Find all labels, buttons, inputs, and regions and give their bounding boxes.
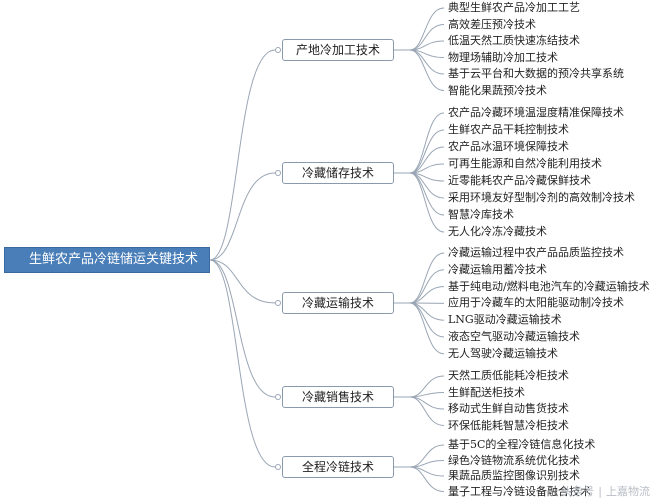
branch-to-leaf-link xyxy=(394,146,445,174)
branch-to-leaf-link xyxy=(394,7,445,51)
leaf-item[interactable]: 无人驾驶冷藏运输技术 xyxy=(448,346,558,360)
leaf-item[interactable]: 生鲜农产品干耗控制技术 xyxy=(448,123,569,136)
leaf-item[interactable]: 无人化冷冻冷藏技术 xyxy=(448,225,547,238)
branch-to-leaf-link xyxy=(394,466,445,492)
branch-to-leaf-link xyxy=(394,172,445,216)
root-to-branch-link xyxy=(209,259,276,304)
leaf-item[interactable]: 采用环境友好型制冷剂的高效制冷技术 xyxy=(448,191,635,204)
branch-to-leaf-link xyxy=(394,302,445,355)
branch-label: 产地冷加工技术 xyxy=(295,43,380,57)
branch-to-leaf-link xyxy=(394,396,445,426)
root-node[interactable]: 生鲜农产品冷链储运关键技术 xyxy=(4,247,210,273)
leaf-item[interactable]: 冷藏运输用蓄冷技术 xyxy=(448,262,547,276)
leaf-item[interactable]: 物理场辅助冷加工技术 xyxy=(448,50,558,64)
leaf-item[interactable]: 智能化果蔬预冷技术 xyxy=(448,83,547,97)
branch-node[interactable]: 冷藏运输技术 xyxy=(282,292,394,314)
branch-to-leaf-link xyxy=(394,172,445,199)
branch-to-leaf-link xyxy=(394,112,445,174)
branch-label: 冷藏运输技术 xyxy=(301,296,374,310)
leaf-item[interactable]: 农产品冰温环境保障技术 xyxy=(448,140,569,153)
branch-to-leaf-link xyxy=(394,129,445,174)
root-to-branch-link xyxy=(209,172,276,261)
leaf-item[interactable]: 天然工质低能耗冷柜技术 xyxy=(448,369,569,382)
leaf-item[interactable]: 环保低能耗智慧冷柜技术 xyxy=(448,418,569,432)
branch-node[interactable]: 产地冷加工技术 xyxy=(282,39,394,61)
leaf-item[interactable]: 智慧冷库技术 xyxy=(448,208,514,221)
watermark-brand: 上嘉物流 xyxy=(606,485,650,498)
leaf-item[interactable]: 量子工程与冷链设备融合技术 xyxy=(448,484,591,498)
collapse-toggle-icon[interactable] xyxy=(275,394,281,400)
branch-to-leaf-link xyxy=(394,172,445,233)
branch-to-leaf-link xyxy=(394,252,445,304)
leaf-item[interactable]: 绿色冷链物流系统优化技术 xyxy=(448,453,580,467)
collapse-toggle-icon[interactable] xyxy=(275,47,281,53)
branch-to-leaf-link xyxy=(394,302,445,338)
branch-to-leaf-link xyxy=(394,375,445,398)
branch-to-leaf-link xyxy=(394,49,445,91)
branch-to-leaf-link xyxy=(394,49,445,75)
leaf-item[interactable]: 液态空气驱动冷藏运输技术 xyxy=(448,330,580,343)
leaf-item[interactable]: 冷藏运输过程中农产品品质监控技术 xyxy=(448,246,624,259)
branch-to-leaf-link xyxy=(394,24,445,51)
leaf-item[interactable]: 基于5C的全程冷链信息化技术 xyxy=(448,438,596,451)
branch-node[interactable]: 冷藏储存技术 xyxy=(282,162,394,184)
watermark: 头条号| 上嘉物流 xyxy=(561,483,650,499)
branch-to-leaf-link xyxy=(394,269,445,304)
collapse-toggle-icon[interactable] xyxy=(275,170,281,176)
watermark-source: 头条号 xyxy=(561,485,595,498)
leaf-item[interactable]: 高效差压预冷技术 xyxy=(448,17,536,31)
branch-node[interactable]: 全程冷链技术 xyxy=(282,456,394,478)
leaf-item[interactable]: 生鲜配送柜技术 xyxy=(448,385,525,399)
leaf-item[interactable]: 基于纯电动/燃料电池汽车的冷藏运输技术 xyxy=(448,279,650,293)
branch-label: 全程冷链技术 xyxy=(301,460,374,474)
leaf-item[interactable]: 低温天然工质快速冻结技术 xyxy=(448,34,580,47)
leaf-item[interactable]: 果蔬品质监控图像识别技术 xyxy=(448,469,580,482)
root-to-branch-link xyxy=(209,49,276,261)
leaf-item[interactable]: 农产品冷藏环境温湿度精准保障技术 xyxy=(448,106,624,119)
leaf-item[interactable]: 应用于冷藏车的太阳能驱动制冷技术 xyxy=(448,296,624,310)
collapse-toggle-icon[interactable] xyxy=(275,464,281,470)
root-label: 生鲜农产品冷链储运关键技术 xyxy=(29,252,199,267)
root-to-branch-link xyxy=(209,259,276,468)
collapse-toggle-icon[interactable] xyxy=(275,300,281,306)
branch-to-leaf-link xyxy=(394,396,445,410)
branch-to-leaf-link xyxy=(394,444,445,468)
root-to-branch-link xyxy=(209,259,276,398)
watermark-separator: | xyxy=(598,485,602,498)
leaf-item[interactable]: LNG驱动冷藏运输技术 xyxy=(448,313,562,327)
branch-label: 冷藏储存技术 xyxy=(301,166,374,180)
leaf-item[interactable]: 移动式生鲜自动售货技术 xyxy=(448,402,569,415)
branch-label: 冷藏销售技术 xyxy=(301,390,374,404)
leaf-item[interactable]: 近零能耗农产品冷藏保鲜技术 xyxy=(448,174,591,187)
leaf-item[interactable]: 典型生鲜农产品冷加工工艺 xyxy=(448,1,580,14)
branch-node[interactable]: 冷藏销售技术 xyxy=(282,386,394,408)
leaf-item[interactable]: 基于云平台和大数据的预冷共享系统 xyxy=(448,67,624,80)
leaf-item[interactable]: 可再生能源和自然冷能利用技术 xyxy=(448,157,602,170)
